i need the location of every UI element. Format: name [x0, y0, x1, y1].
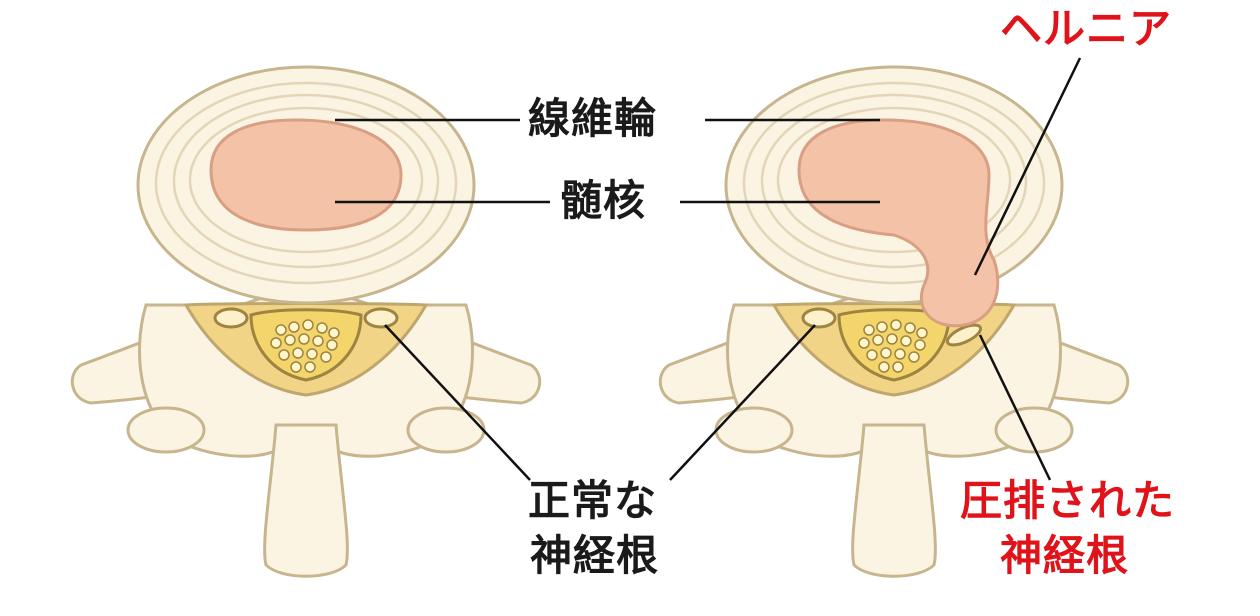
- normal-root-label-line2: 神経根: [530, 531, 660, 580]
- compressed-root-label-line2: 神経根: [1000, 531, 1130, 580]
- herniated-vertebra: [658, 65, 1130, 578]
- nucleus-label: 髄核: [560, 176, 647, 225]
- normal-root-label-line1: 正常な: [528, 476, 658, 525]
- normal-vertebra: [70, 65, 542, 578]
- hernia-label: ヘルニア: [1000, 4, 1173, 53]
- annulus-label: 線維輪: [528, 94, 658, 143]
- compressed-root-label-line1: 圧排された: [960, 476, 1176, 525]
